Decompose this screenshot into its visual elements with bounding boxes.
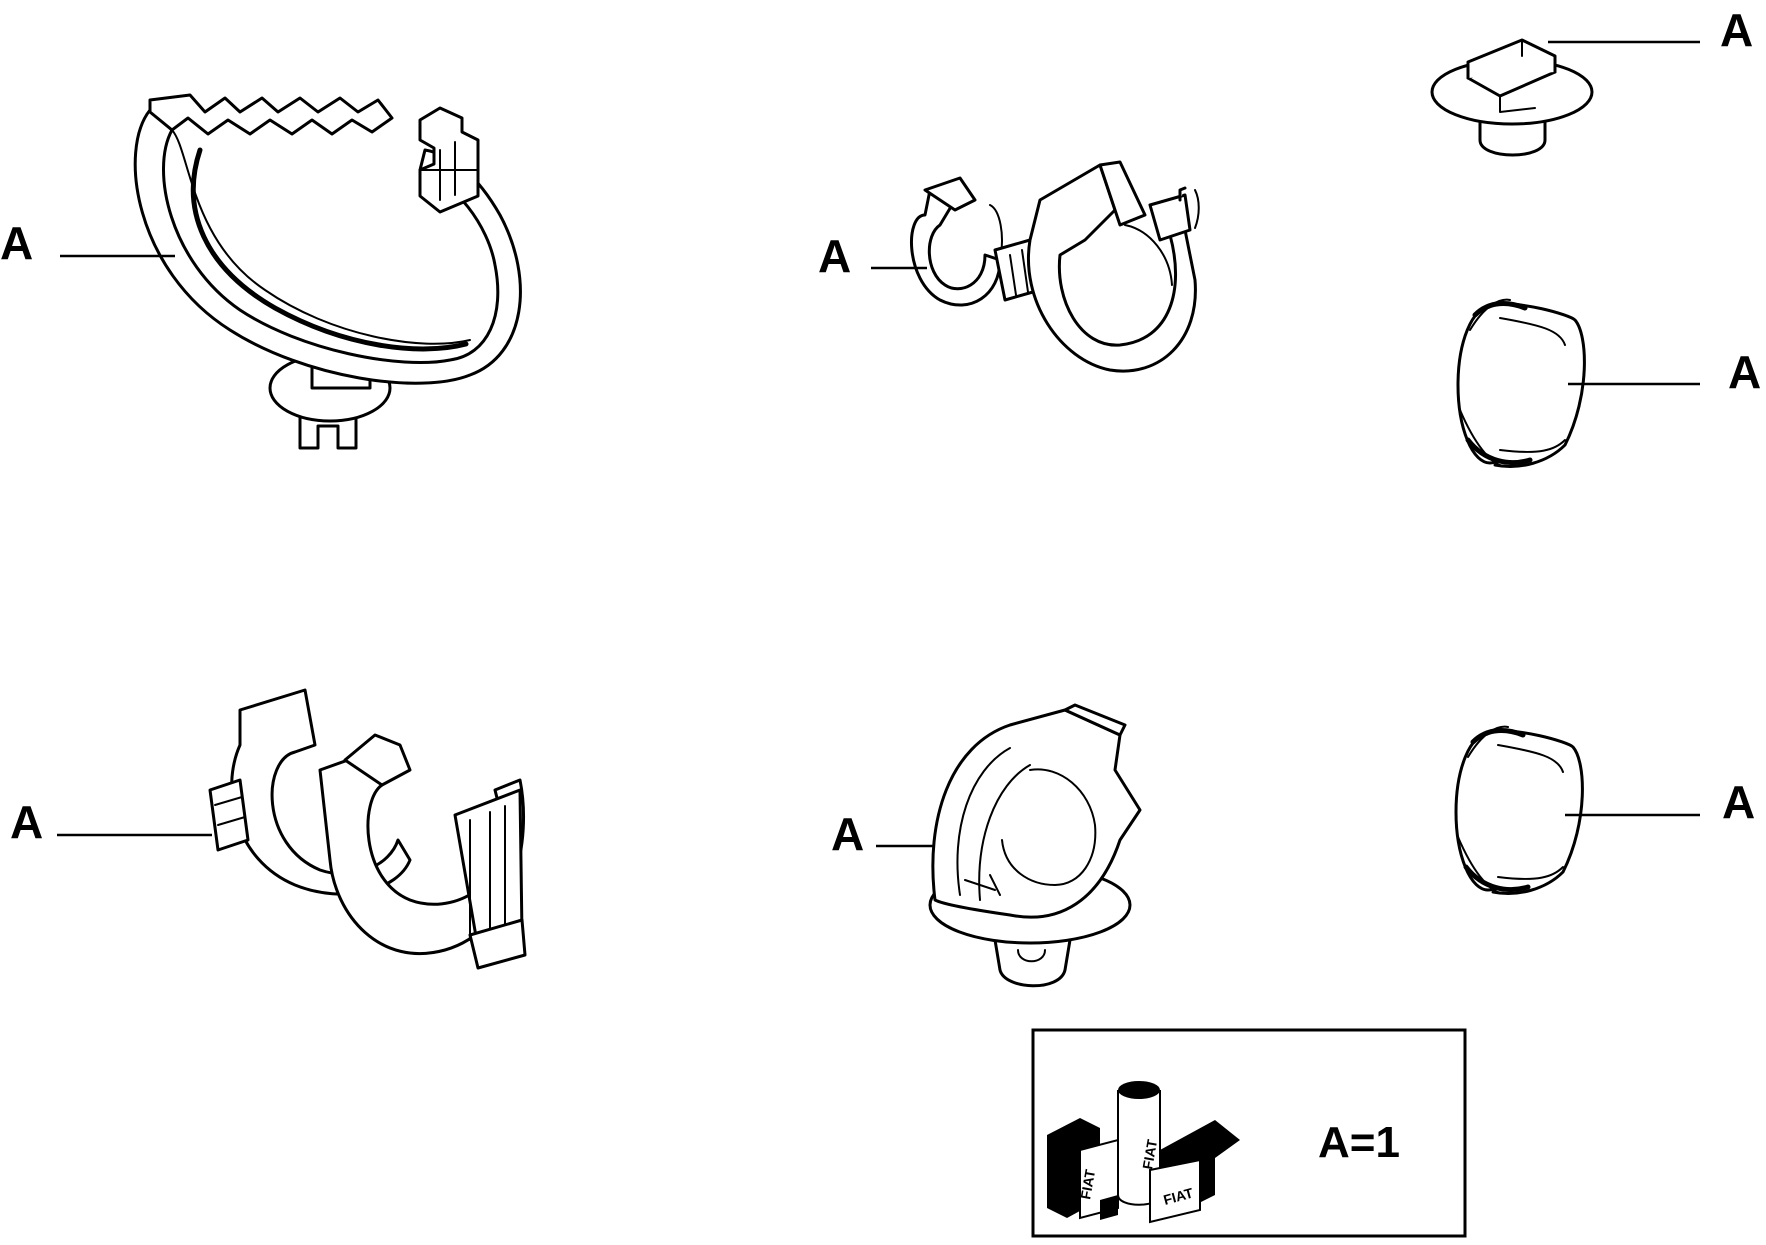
fiat-logo-text-cylinder: FIAT [1139, 1138, 1160, 1171]
grommet-clip [928, 703, 1142, 988]
spring-band-clamp-lower [1454, 725, 1584, 895]
fiat-logo-text-left: FIAT [1077, 1168, 1098, 1201]
callout-label-3: A [1720, 4, 1753, 56]
callout-label-2: A [818, 230, 851, 282]
fiat-parts-logo: FIAT FIAT FIAT [1047, 1081, 1240, 1224]
double-hose-clip-holder [208, 688, 527, 970]
spring-band-clamp-upper [1456, 298, 1586, 468]
callout-label-1: A [0, 217, 33, 269]
callout-label-6: A [831, 808, 864, 860]
callout-label-4: A [1728, 346, 1761, 398]
double-pipe-clip [910, 160, 1200, 373]
cable-tie-strap-clip [133, 93, 522, 450]
push-in-fastener [1430, 38, 1594, 157]
quantity-text: A=1 [1318, 1118, 1400, 1167]
quantity-legend-box: FIAT FIAT FIAT A=1 [1031, 1028, 1467, 1238]
callout-label-5: A [10, 796, 43, 848]
callout-label-7: A [1722, 776, 1755, 828]
fiat-logo-text-right: FIAT [1162, 1185, 1196, 1208]
